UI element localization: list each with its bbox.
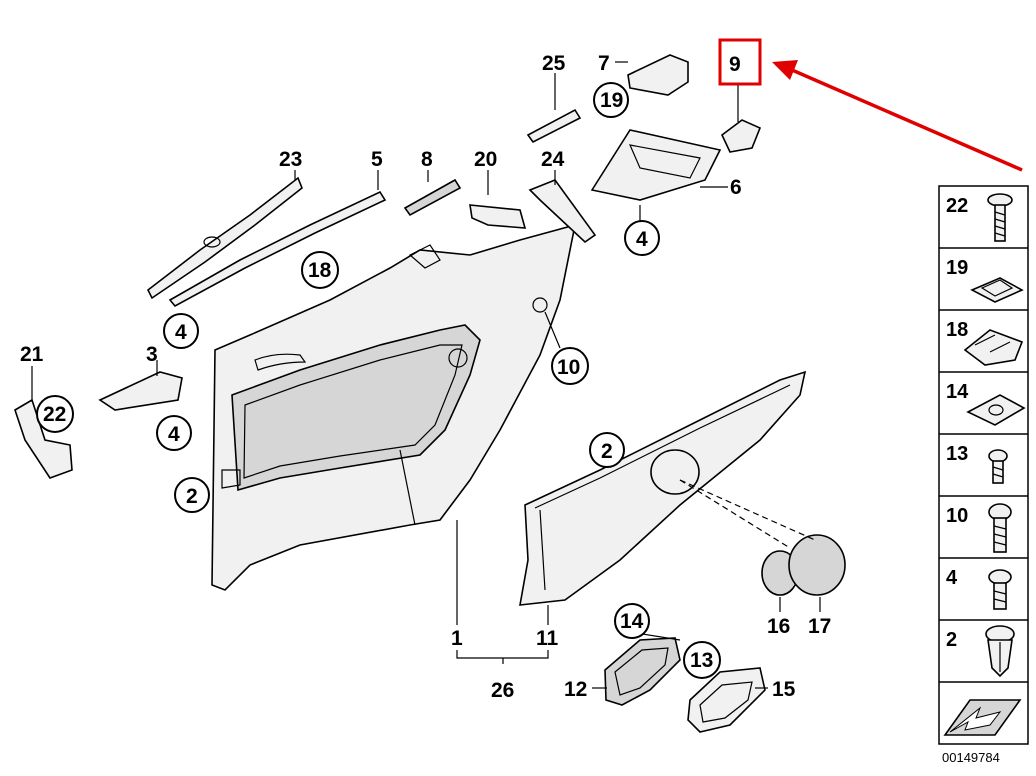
- push-clip-icon: [985, 625, 1015, 678]
- legend-label-10: 10: [946, 505, 968, 527]
- part-labels: 25 7 19 9 23 5 8 20 24 6 4 18 4 21 3 10 …: [20, 52, 831, 702]
- label-17[interactable]: 17: [808, 615, 831, 638]
- label-20[interactable]: 20: [474, 148, 497, 171]
- label-2-left[interactable]: 2: [186, 485, 198, 508]
- legend-label-2: 2: [946, 629, 957, 651]
- label-11[interactable]: 11: [536, 627, 559, 650]
- highlight-annotation: [718, 38, 1023, 172]
- label-2-right[interactable]: 2: [601, 440, 613, 463]
- label-9[interactable]: 9: [729, 53, 741, 76]
- legend-label-22: 22: [946, 195, 968, 217]
- document-number: 00149784: [942, 750, 1000, 765]
- legend-label-19: 19: [946, 257, 968, 279]
- legend-label-13: 13: [946, 443, 968, 465]
- clip-nut-icon: [970, 277, 1024, 303]
- fastener-legend: 22 19 18 14 13 1: [938, 185, 1029, 745]
- label-8[interactable]: 8: [421, 148, 433, 171]
- label-10[interactable]: 10: [557, 356, 580, 379]
- highlight-box: [718, 38, 762, 86]
- label-19[interactable]: 19: [600, 89, 623, 112]
- highlight-arrow-head: [772, 60, 798, 80]
- label-12[interactable]: 12: [564, 678, 587, 701]
- label-4-upper[interactable]: 4: [636, 228, 648, 251]
- label-23[interactable]: 23: [279, 148, 302, 171]
- speed-nut-icon: [966, 394, 1026, 426]
- callout-circles: [36, 82, 721, 679]
- trim-panel-left: [211, 223, 577, 591]
- label-5[interactable]: 5: [371, 148, 383, 171]
- direction-arrow-icon: [943, 699, 1022, 736]
- screw-icon: [987, 193, 1013, 242]
- small-screw-icon: [988, 449, 1008, 484]
- label-16[interactable]: 16: [767, 615, 790, 638]
- label-4-lower[interactable]: 4: [168, 423, 180, 446]
- label-25[interactable]: 25: [542, 52, 566, 75]
- label-21[interactable]: 21: [20, 343, 44, 366]
- legend-label-14: 14: [946, 381, 969, 403]
- label-4-mid[interactable]: 4: [175, 321, 187, 344]
- expanding-nut-icon: [988, 569, 1012, 610]
- label-14[interactable]: 14: [620, 610, 644, 633]
- legend-label-18: 18: [946, 319, 968, 341]
- label-24[interactable]: 24: [541, 148, 565, 171]
- label-26[interactable]: 26: [491, 679, 514, 702]
- label-7[interactable]: 7: [598, 52, 610, 75]
- upper-parts: [14, 54, 762, 479]
- speaker-grilles: [679, 479, 846, 596]
- highlight-arrow-line: [791, 68, 1023, 172]
- bolt-icon: [988, 503, 1012, 553]
- retainer-clip-icon: [963, 329, 1024, 366]
- trim-panel-right: [519, 370, 807, 606]
- legend-label-4: 4: [946, 567, 958, 589]
- label-6[interactable]: 6: [730, 176, 742, 199]
- label-1[interactable]: 1: [451, 627, 463, 650]
- label-13[interactable]: 13: [690, 649, 713, 672]
- label-22[interactable]: 22: [43, 403, 66, 426]
- handle-and-tray: [604, 637, 766, 733]
- label-15[interactable]: 15: [772, 678, 796, 701]
- label-18[interactable]: 18: [308, 259, 332, 282]
- label-3[interactable]: 3: [146, 343, 158, 366]
